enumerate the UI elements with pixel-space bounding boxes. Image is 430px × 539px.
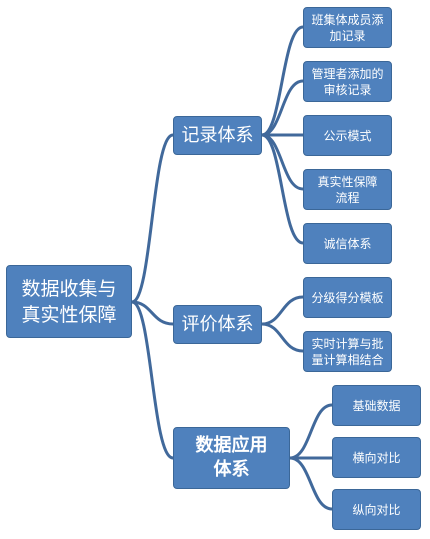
connector-evaluation-leaf-1: [261, 295, 304, 326]
branch-node-evaluation-system: 评价体系: [173, 305, 262, 344]
connector-record-leaf-1: [261, 25, 304, 137]
leaf-label: 横向对比: [352, 450, 401, 465]
leaf-node: 诚信体系: [303, 223, 392, 264]
leaf-node: 横向对比: [332, 437, 421, 478]
leaf-label: 实时计算与批 量计算相结合: [311, 336, 384, 367]
leaf-label: 真实性保障 流程: [317, 174, 378, 205]
branch-label: 评价体系: [181, 313, 254, 335]
connector-root-to-application: [131, 300, 174, 460]
leaf-label: 公示模式: [323, 128, 372, 143]
leaf-node: 真实性保障 流程: [303, 169, 392, 210]
connector-record-leaf-4: [261, 133, 304, 191]
leaf-node: 分级得分模板: [303, 277, 392, 318]
leaf-node: 管理者添加的 审核记录: [303, 61, 392, 102]
connector-record-leaf-2: [261, 79, 304, 137]
leaf-node: 班集体成员添 加记录: [303, 7, 392, 48]
leaf-node: 实时计算与批 量计算相结合: [303, 331, 392, 372]
branch-node-record-system: 记录体系: [173, 116, 262, 155]
connector-evaluation-leaf-2: [261, 322, 304, 353]
leaf-label: 纵向对比: [352, 502, 401, 517]
leaf-label: 管理者添加的 审核记录: [311, 66, 384, 97]
root-node: 数据收集与 真实性保障: [6, 265, 132, 338]
connector-application-leaf-3: [289, 456, 333, 511]
leaf-node: 基础数据: [332, 385, 421, 426]
branch-label: 记录体系: [181, 124, 254, 146]
connector-application-leaf-1: [289, 403, 333, 460]
leaf-node: 公示模式: [303, 115, 392, 156]
branch-node-data-application-system: 数据应用 体系: [173, 427, 290, 489]
branch-label: 数据应用 体系: [195, 435, 268, 480]
root-label: 数据收集与 真实性保障: [21, 277, 117, 326]
leaf-label: 基础数据: [352, 398, 401, 413]
leaf-node: 纵向对比: [332, 489, 421, 530]
leaf-label: 诚信体系: [323, 236, 372, 251]
connector-record-leaf-5: [261, 133, 304, 245]
leaf-label: 班集体成员添 加记录: [311, 12, 384, 43]
connector-root-to-record: [131, 133, 174, 304]
leaf-label: 分级得分模板: [311, 290, 384, 305]
connector-root-to-evaluation: [131, 300, 174, 326]
